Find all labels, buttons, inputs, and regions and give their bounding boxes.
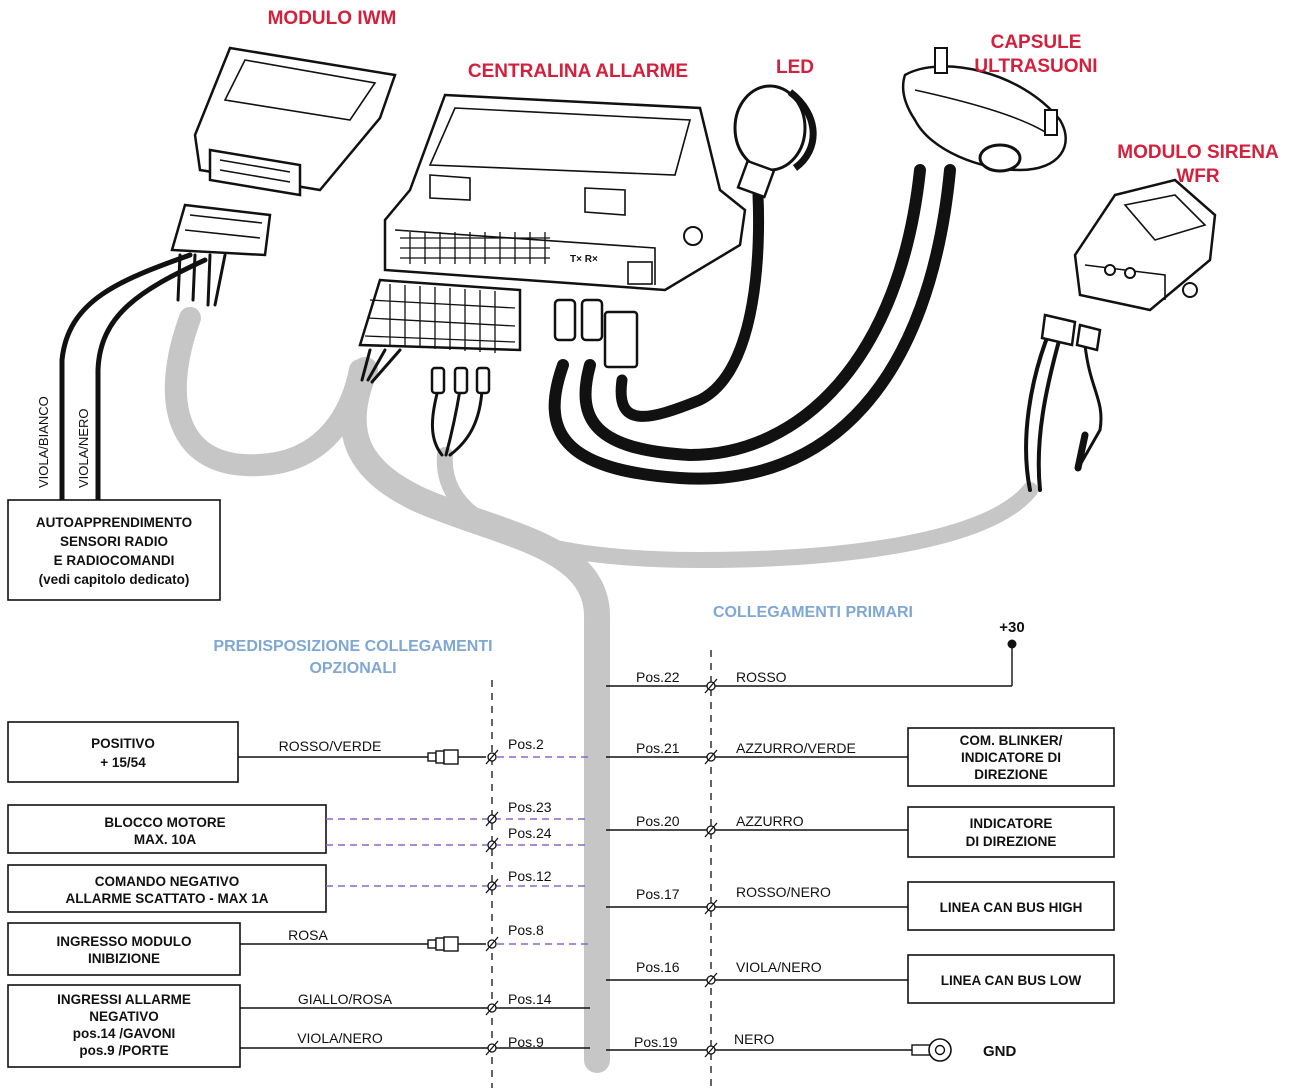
inhibition-wire-label: ROSA — [288, 927, 328, 943]
negative-command-box — [7, 864, 327, 913]
capsule-title-line1: CAPSULE — [991, 32, 1082, 53]
plus30-label: +30 — [999, 619, 1024, 636]
pos-12-label: Pos.12 — [508, 868, 552, 884]
learning-wire-2-label: VIOLA/NERO — [76, 409, 91, 488]
ultrasound-capsule — [901, 47, 1067, 173]
negative-command-line2: ALLARME SCATTATO - MAX 1A — [66, 891, 269, 906]
wire-viola-nero-label: VIOLA/NERO — [736, 959, 822, 975]
inhibition-line1: INGRESSO MODULO — [56, 934, 191, 949]
negative-command-line1: COMANDO NEGATIVO — [95, 874, 240, 889]
positive-line2: + 15/54 — [100, 755, 146, 770]
engine-block-box — [7, 804, 327, 854]
pos-9-label: Pos.9 — [508, 1034, 544, 1050]
pos-21-label: Pos.21 — [636, 740, 680, 756]
can-high-box — [907, 881, 1115, 931]
alarm-inputs-line3: pos.14 /GAVONI — [73, 1026, 176, 1041]
tx-rx-label: T× R× — [570, 254, 598, 265]
alarm-inputs-line2: NEGATIVO — [89, 1009, 159, 1024]
can-low-label: LINEA CAN BUS LOW — [941, 973, 1082, 988]
inhibition-line2: INIBIZIONE — [88, 951, 160, 966]
blinker-line3: DIREZIONE — [974, 767, 1048, 782]
control-unit-title: CENTRALINA ALLARME — [468, 61, 688, 82]
positive-box — [7, 721, 239, 783]
gnd-label: GND — [983, 1043, 1017, 1060]
pos-20-label: Pos.20 — [636, 813, 680, 829]
alarm-inputs-box — [7, 984, 241, 1068]
harness-cables — [164, 307, 1038, 1073]
connector-icon — [427, 749, 459, 765]
wire-rosso-label: ROSSO — [736, 669, 787, 685]
pos-17-label: Pos.17 — [636, 886, 680, 902]
learning-line3: E RADIOCOMANDI — [54, 553, 175, 568]
optional-section-title-line1: PREDISPOSIZIONE COLLEGAMENTI — [213, 638, 492, 655]
fuse-marks-optional — [485, 749, 499, 1056]
blinker-line1: COM. BLINKER/ — [960, 733, 1063, 748]
wire-nero-label: NERO — [734, 1031, 775, 1047]
alarm-input-wire-b-label: VIOLA/NERO — [297, 1030, 383, 1046]
learning-box — [7, 499, 221, 601]
plus30-terminal — [1007, 639, 1017, 649]
pos-8-label: Pos.8 — [508, 922, 544, 938]
positive-wire-label: ROSSO/VERDE — [279, 738, 382, 754]
engine-block-line1: BLOCCO MOTORE — [104, 815, 225, 830]
capsule-title-line2: ULTRASUONI — [974, 56, 1097, 77]
pos-2-label: Pos.2 — [508, 736, 544, 752]
direction-indicator-line2: DI DIREZIONE — [966, 834, 1057, 849]
pos-14-label: Pos.14 — [508, 991, 552, 1007]
inhibition-box — [7, 922, 241, 976]
ground-terminal-icon — [911, 1038, 952, 1062]
hardware-wires — [59, 164, 1103, 503]
can-high-label: LINEA CAN BUS HIGH — [940, 900, 1083, 915]
engine-block-line2: MAX. 10A — [134, 832, 197, 847]
pos-24-label: Pos.24 — [508, 825, 552, 841]
wire-rosso-nero-label: ROSSO/NERO — [736, 884, 831, 900]
can-low-box — [907, 954, 1115, 1004]
wire-azzurro-label: AZZURRO — [736, 813, 804, 829]
iwm-module-title: MODULO IWM — [268, 8, 397, 29]
direction-indicator-box — [907, 806, 1115, 858]
alarm-input-wire-a-label: GIALLO/ROSA — [298, 991, 393, 1007]
learning-line1: AUTOAPPRENDIMENTO — [36, 515, 192, 530]
optional-section-title-line2: OPZIONALI — [309, 660, 396, 677]
learning-line4: (vedi capitolo dedicato) — [39, 572, 190, 587]
led-title: LED — [776, 57, 814, 78]
wire-azzurro-verde-label: AZZURRO/VERDE — [736, 740, 856, 756]
learning-line2: SENSORI RADIO — [60, 534, 168, 549]
learning-wire-1-label: VIOLA/BIANCO — [36, 396, 51, 488]
fuse-marks-primary — [704, 678, 718, 1058]
iwm-module — [170, 46, 397, 257]
blinker-line2: INDICATORE DI — [961, 750, 1061, 765]
siren-title-line1: MODULO SIRENA — [1117, 142, 1279, 163]
pos-22-label: Pos.22 — [636, 669, 680, 685]
alarm-inputs-line1: INGRESSI ALLARME — [57, 992, 191, 1007]
connector-icon — [427, 936, 459, 952]
control-unit — [358, 93, 747, 395]
alarm-inputs-line4: pos.9 /PORTE — [79, 1043, 168, 1058]
siren-module — [1040, 178, 1217, 352]
pos-23-label: Pos.23 — [508, 799, 552, 815]
siren-title-line2: WFR — [1176, 166, 1220, 187]
direction-indicator-line1: INDICATORE — [970, 816, 1053, 831]
led-component — [733, 84, 817, 199]
blinker-box — [907, 727, 1115, 787]
positive-line1: POSITIVO — [91, 736, 155, 751]
primary-section-title: COLLEGAMENTI PRIMARI — [713, 604, 913, 621]
pos-19-label: Pos.19 — [634, 1034, 678, 1050]
pos-16-label: Pos.16 — [636, 959, 680, 975]
